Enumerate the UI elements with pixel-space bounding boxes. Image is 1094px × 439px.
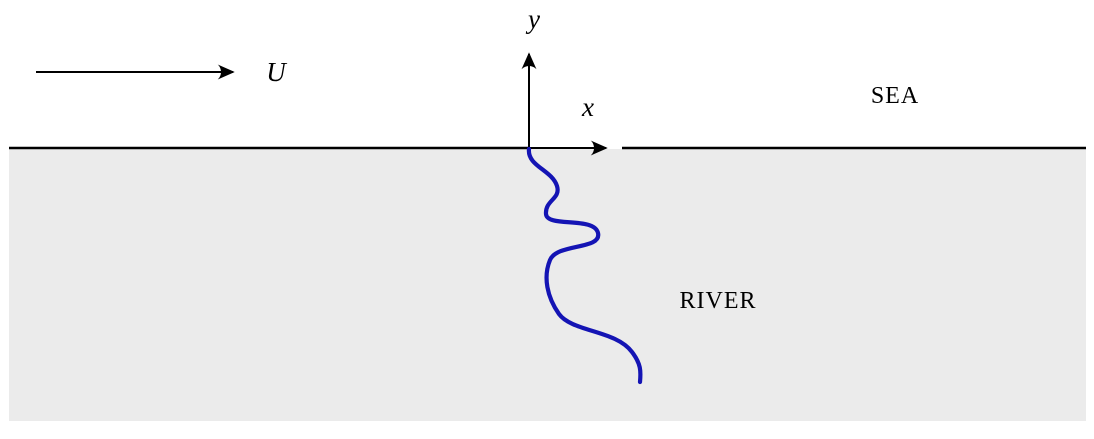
velocity-label: U	[266, 57, 287, 87]
river-label: RIVER	[680, 288, 757, 314]
y-axis-label: y	[525, 4, 540, 34]
sea-label: SEA	[871, 83, 919, 109]
x-axis-label: x	[581, 92, 594, 122]
river-curve	[526, 146, 643, 385]
